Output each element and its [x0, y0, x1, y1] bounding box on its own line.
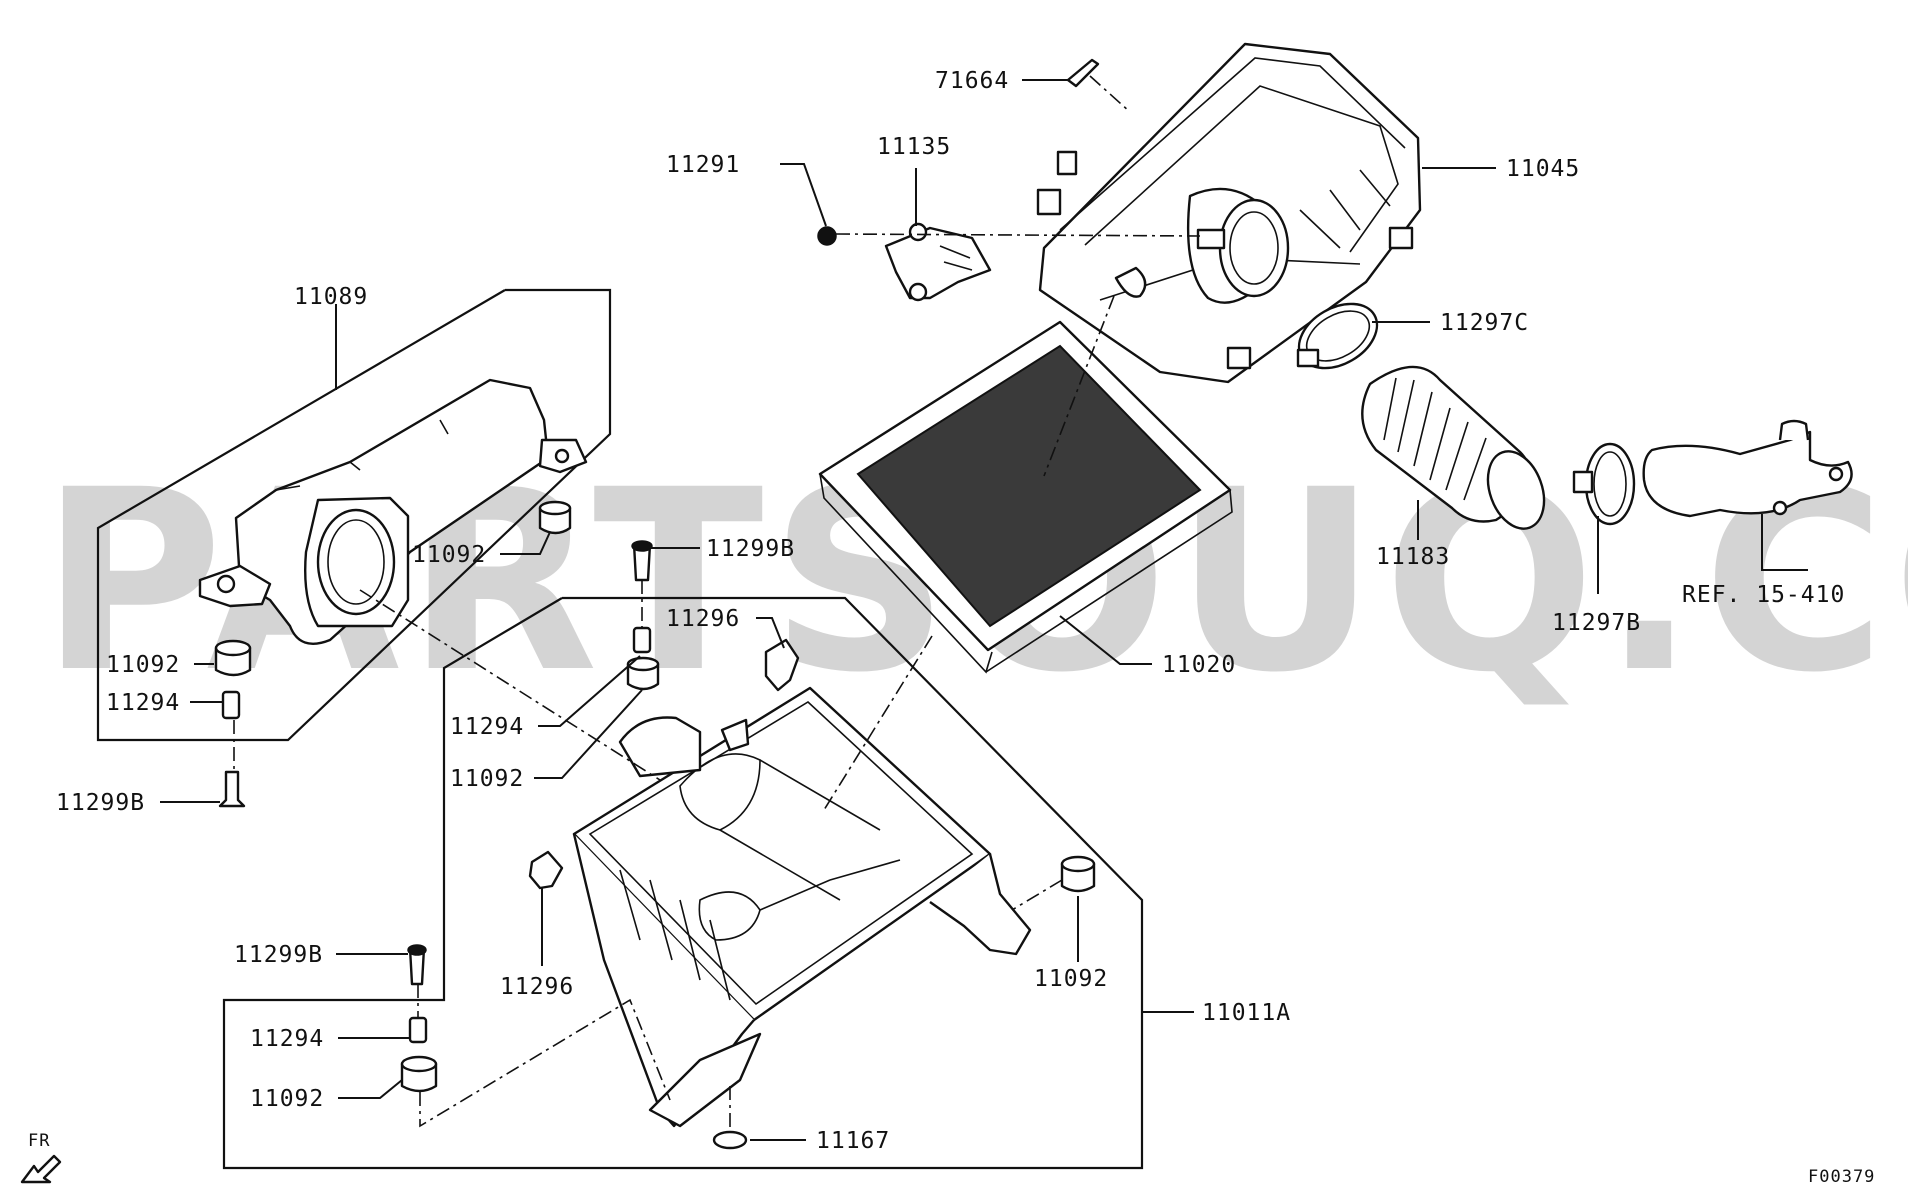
front-direction-arrow-icon [20, 1154, 62, 1184]
callout-11045[interactable]: 11045 [1506, 156, 1580, 182]
collar-11294-left [221, 690, 241, 720]
leader-line [534, 689, 643, 779]
assembly-line [1011, 879, 1063, 911]
callout-11299B-center[interactable]: 11299B [706, 536, 795, 562]
callout-11011A[interactable]: 11011A [1202, 1000, 1291, 1026]
leader-line [338, 1079, 403, 1099]
callout-11294-left[interactable]: 11294 [106, 690, 180, 716]
callout-11020[interactable]: 11020 [1162, 652, 1236, 678]
grommet-11092-upper-left [214, 639, 252, 677]
callout-11092-right[interactable]: 11092 [1034, 966, 1108, 992]
assembly-line [419, 998, 671, 1128]
callout-11092-upper-right[interactable]: 11092 [412, 542, 486, 568]
callout-71664[interactable]: 71664 [935, 68, 1009, 94]
callout-11297C[interactable]: 11297C [1440, 310, 1529, 336]
callout-11092-lower[interactable]: 11092 [250, 1086, 324, 1112]
inlet-duct-11089-part [198, 378, 588, 645]
bolt-11299B-center [631, 540, 653, 582]
group-box-11011A [222, 596, 1144, 1170]
clamp-11297C-part [1296, 302, 1379, 370]
ref-15-410-pipe-part [1642, 419, 1853, 518]
assembly-line [1043, 295, 1115, 477]
assembly-line [359, 589, 661, 781]
callout-11297B[interactable]: 11297B [1552, 610, 1641, 636]
callout-11299B-lower[interactable]: 11299B [234, 942, 323, 968]
leader-line [1059, 615, 1152, 665]
air-cleaner-case-part [572, 686, 1032, 1128]
direction-label: FR [28, 1131, 50, 1151]
collar-11294-center [632, 626, 652, 654]
clamp-11297B-part [1572, 442, 1636, 526]
callout-11092-upper-left[interactable]: 11092 [106, 652, 180, 678]
cap-11167 [712, 1130, 748, 1150]
leader-line [780, 163, 827, 227]
leader-line [756, 617, 785, 649]
callout-11294-lower[interactable]: 11294 [250, 1026, 324, 1052]
collar-11294-lower [408, 1016, 428, 1044]
clip-11296-upper [764, 638, 800, 692]
callout-11135[interactable]: 11135 [877, 134, 951, 160]
grommet-11092-lower [400, 1055, 438, 1093]
grommet-11092-right [1060, 855, 1096, 893]
intake-bellows-hose-part [1361, 365, 1546, 530]
air-cleaner-cover-part [1036, 42, 1422, 384]
callout-11092-center[interactable]: 11092 [450, 766, 524, 792]
grommet-11092-upper-right [538, 500, 572, 535]
leader-line [1761, 514, 1808, 571]
seal-71664 [1066, 58, 1100, 88]
callout-11299B-left[interactable]: 11299B [56, 790, 145, 816]
assembly-line [1089, 75, 1131, 113]
callout-11183[interactable]: 11183 [1376, 544, 1450, 570]
callout-11167[interactable]: 11167 [816, 1128, 890, 1154]
callout-11296-lower[interactable]: 11296 [500, 974, 574, 1000]
callout-ref-15-410[interactable]: REF. 15-410 [1682, 582, 1845, 608]
sensor-11135-part [884, 222, 992, 302]
assembly-line [835, 233, 1201, 237]
callout-11294-center[interactable]: 11294 [450, 714, 524, 740]
bolt-11291-part [817, 226, 837, 246]
callout-11296-upper[interactable]: 11296 [666, 606, 740, 632]
assembly-line [823, 635, 933, 811]
clip-11296-lower [528, 850, 564, 890]
leader-line [500, 531, 551, 555]
leader-line [538, 655, 641, 727]
callout-11291[interactable]: 11291 [666, 152, 740, 178]
air-filter-element-part [818, 320, 1233, 674]
bolt-11299B-lower [407, 944, 427, 986]
diagram-code: F00379 [1808, 1167, 1875, 1187]
callout-11089[interactable]: 11089 [294, 284, 368, 310]
group-box-11089 [96, 288, 612, 742]
bolt-11299B-left [218, 770, 246, 808]
